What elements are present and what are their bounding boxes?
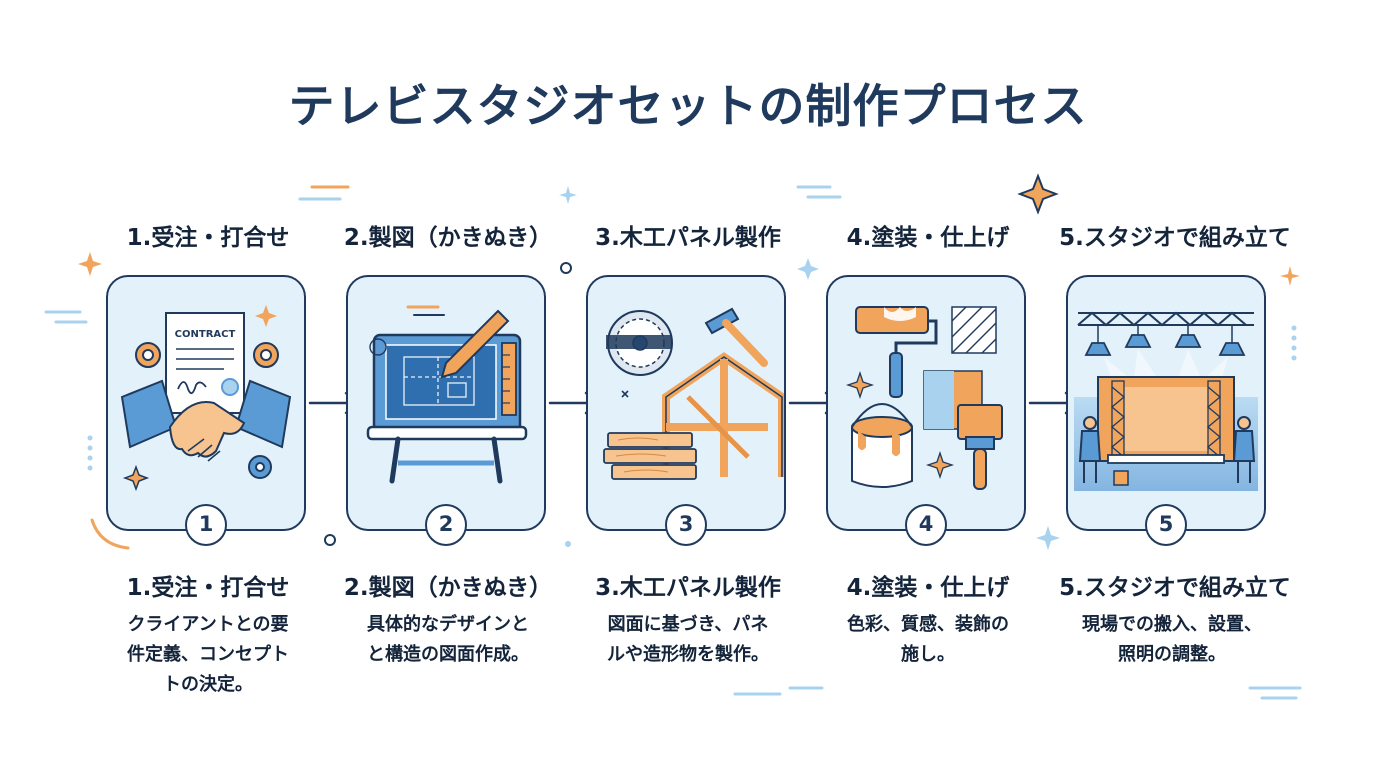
sparkle-icon	[559, 186, 577, 204]
contract-text: CONTRACT	[175, 329, 236, 340]
step-1-panel: CONTRACT 1	[106, 275, 306, 546]
sparkle-icon	[1036, 526, 1060, 550]
step-4-number-badge: 4	[905, 504, 947, 546]
step-2-number-badge: 2	[425, 504, 467, 546]
drafting-table-icon	[366, 305, 528, 484]
page-title: テレビスタジオセットの制作プロセス	[288, 79, 1088, 133]
step-5-panel: 5	[1066, 275, 1266, 546]
sparkle-icon	[1017, 173, 1059, 215]
step-3-bottom-label: 3.木工パネル製作	[595, 575, 781, 601]
step-4-bottom-label: 4.塗装・仕上げ	[846, 575, 1010, 601]
step-5-top-label: 5.スタジオで組み立て	[1059, 225, 1291, 251]
sparkle-icon	[1280, 266, 1300, 286]
step-1-top-label: 1.受注・打合せ	[126, 225, 290, 251]
step-1-description: クライアントとの要 件定義、コンセプト トの決定。	[108, 610, 308, 700]
step-2-panel: 2	[346, 275, 546, 546]
step-2-top-label: 2.製図（かきぬき）	[343, 225, 553, 251]
sparkle-icon	[797, 258, 819, 280]
step-3-panel: 3	[586, 275, 786, 546]
step-5-number-badge: 5	[1145, 504, 1187, 546]
step-3-number-badge: 3	[665, 504, 707, 546]
step-5-description: 現場での搬入、設置、 照明の調整。	[1072, 610, 1272, 670]
step-3-description: 図面に基づき、パネ ルや造形物を製作。	[588, 610, 788, 670]
step-5-bottom-label: 5.スタジオで組み立て	[1059, 575, 1291, 601]
step-2-desc-line: 具体的なデザインと	[367, 614, 529, 635]
step-2-description: 具体的なデザインと と構造の図面作成。	[348, 610, 548, 670]
handshake-contract-icon: CONTRACT	[120, 305, 292, 492]
step-2-desc-line: と構造の図面作成。	[367, 644, 529, 665]
studio-stage-icon	[1074, 311, 1258, 491]
step-3-top-label: 3.木工パネル製作	[595, 225, 781, 251]
step-1-number-badge: 1	[185, 504, 227, 546]
step-4-desc-line: 施し。	[901, 644, 955, 665]
step-2-bottom-label: 2.製図（かきぬき）	[343, 575, 553, 601]
step-1-bottom-label: 1.受注・打合せ	[126, 575, 290, 601]
step-3-desc-line: ルや造形物を製作。	[607, 644, 769, 665]
painting-tools-icon	[845, 306, 1003, 490]
step-4-description: 色彩、質感、装飾の 施し。	[828, 610, 1028, 670]
step-5-desc-line: 現場での搬入、設置、	[1082, 614, 1262, 635]
step-4-desc-line: 色彩、質感、装飾の	[847, 614, 1009, 635]
step-5-desc-line: 照明の調整。	[1118, 644, 1226, 665]
step-4-panel: 4	[826, 275, 1026, 546]
step-1-desc-line: 件定義、コンセプト	[127, 644, 289, 665]
woodworking-icon	[603, 307, 784, 480]
step-4-top-label: 4.塗装・仕上げ	[846, 225, 1010, 251]
step-1-desc-line: クライアントとの要	[127, 614, 289, 635]
step-1-desc-line: トの決定。	[163, 674, 253, 695]
step-3-desc-line: 図面に基づき、パネ	[607, 614, 769, 635]
sparkle-icon	[78, 252, 102, 276]
